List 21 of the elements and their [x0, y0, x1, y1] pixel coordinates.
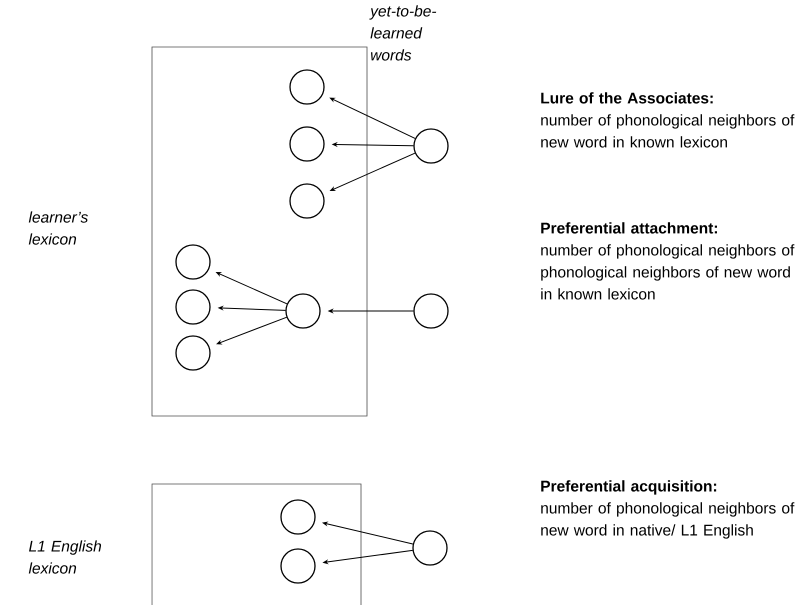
heading: Preferential attachment: [541, 222, 717, 234]
box-heading: L1 English lexicon [28, 540, 102, 574]
heading: Lure of the Associates: [541, 92, 713, 104]
word-circle [413, 128, 449, 164]
description-text: number of phonological neighbors of phonological neighbors of new word in known lexicon [541, 244, 794, 300]
box-heading: learner’s lexicon [28, 211, 88, 245]
word-circle [289, 69, 325, 105]
heading: Preferential acquisition: [541, 480, 716, 495]
word-circle [289, 126, 325, 162]
word-circle [175, 289, 211, 325]
word-circle [280, 548, 316, 584]
word-circle [175, 244, 211, 280]
word-circle [413, 293, 449, 329]
word-circle [412, 530, 448, 566]
word-circle [280, 499, 316, 535]
word-circle [175, 335, 211, 371]
caption: yet-to-be-learned words [369, 5, 436, 61]
word-circle [289, 183, 325, 219]
description-text: number of phonological neighbors of new word in known lexicon [541, 114, 794, 148]
word-circle [285, 293, 321, 329]
description-text: number of phonological neighbors of new word in native/ L1 English [541, 502, 794, 539]
